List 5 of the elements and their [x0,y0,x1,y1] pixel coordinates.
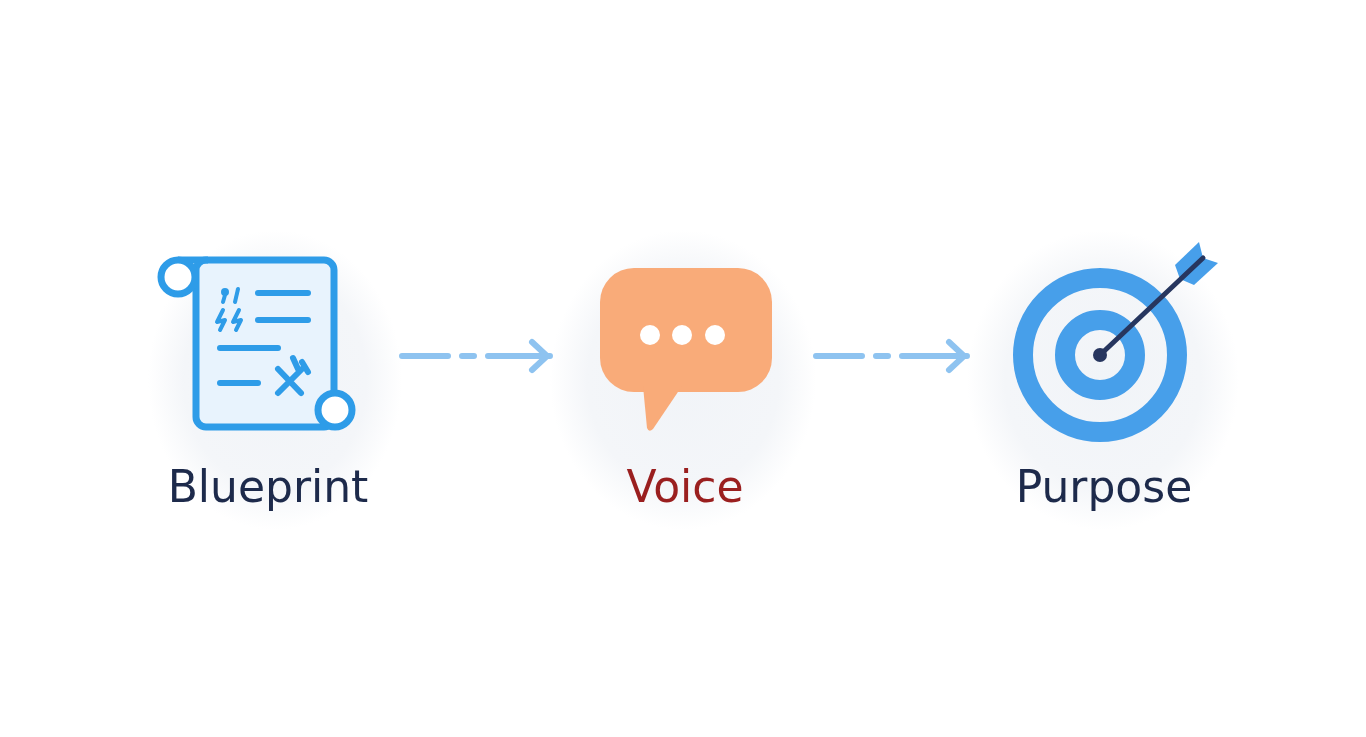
step-label: Blueprint [167,461,369,513]
dashed-arrow [399,339,553,373]
step-label: Purpose [1015,461,1193,513]
step-label: Voice [626,461,744,513]
dashed-arrow [813,339,970,373]
